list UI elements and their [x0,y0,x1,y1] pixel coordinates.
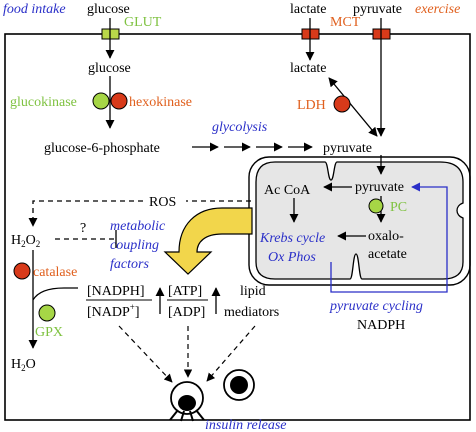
lactate-extracellular: lactate [290,2,327,17]
h2o2-label: H2O2 [11,233,40,249]
catalase-label: catalase [33,265,77,280]
nadph-ratio-numerator: [NADPH] [87,284,145,299]
pyruvate-cycling-label: pyruvate cycling [329,299,423,314]
glucose-extracellular: glucose [87,2,130,17]
oxphos-label: Ox Phos [268,250,316,265]
mct-label: MCT [330,15,361,30]
ros-label: ROS [149,195,176,210]
ldh-label: LDH [297,98,326,113]
adp-denominator: [ADP] [168,305,205,320]
factors-label: factors [110,257,149,272]
glucokinase-label: glucokinase [10,95,77,110]
gpx-link [32,287,78,301]
pc-label: PC [390,200,407,215]
lipid-label: lipid [240,284,266,299]
question-mark: ? [80,221,86,236]
metabolic-coupling-arrow [163,207,253,275]
h2o-label: H2O [11,357,36,373]
atp-numerator: [ATP] [168,284,202,299]
release-ray-3 [189,410,194,422]
catalase-icon [13,262,31,280]
ros-to-h2o2-dashed [28,200,143,227]
lipid-to-release-dashed [206,325,256,382]
nadph-mito-output: NADPH [357,318,405,333]
pyruvate-cytosolic: pyruvate [323,141,372,156]
glucose-6-phosphate: glucose-6-phosphate [44,141,160,156]
ldh-reaction-arrow [328,77,378,137]
exercise-label: exercise [415,2,460,17]
glucokinase-icon [92,92,110,110]
lactate-intracellular: lactate [290,61,327,76]
release-ray-4 [195,409,205,421]
hexokinase-label: hexokinase [129,95,192,110]
gpx-label: GPX [35,325,63,340]
gpx-icon [38,304,56,322]
oxaloacetate-line2: acetate [368,247,407,262]
metabolic-label: metabolic [110,219,166,234]
pyruvate-extracellular: pyruvate [353,2,402,17]
food-intake-label: food intake [3,2,66,17]
release-ray-2 [180,410,185,422]
nadph-ratio-denominator: [NADP+] [87,302,140,320]
acetyl-coa: Ac CoA [264,183,311,198]
coupling-label: coupling [110,238,159,253]
pyruvate-cycling-loop [330,182,448,293]
glut-label: GLUT [124,15,162,30]
nadph-to-release-dashed [118,325,173,383]
release-ray-1 [169,409,179,421]
oxaloacetate-line1: oxalo- [368,229,404,244]
insulin-core-releasing [178,395,196,411]
mediators-label: mediators [224,305,279,320]
insulin-release-label: insulin release [205,418,287,432]
ldh-icon [333,95,351,113]
pyruvate-mitochondrial: pyruvate [355,180,404,195]
insulin-core [230,376,248,394]
glucose-intracellular: glucose [88,61,131,76]
pc-icon [368,198,384,214]
hexokinase-icon [110,92,128,110]
glycolysis-label: glycolysis [212,120,268,135]
krebs-cycle-label: Krebs cycle [259,231,325,246]
